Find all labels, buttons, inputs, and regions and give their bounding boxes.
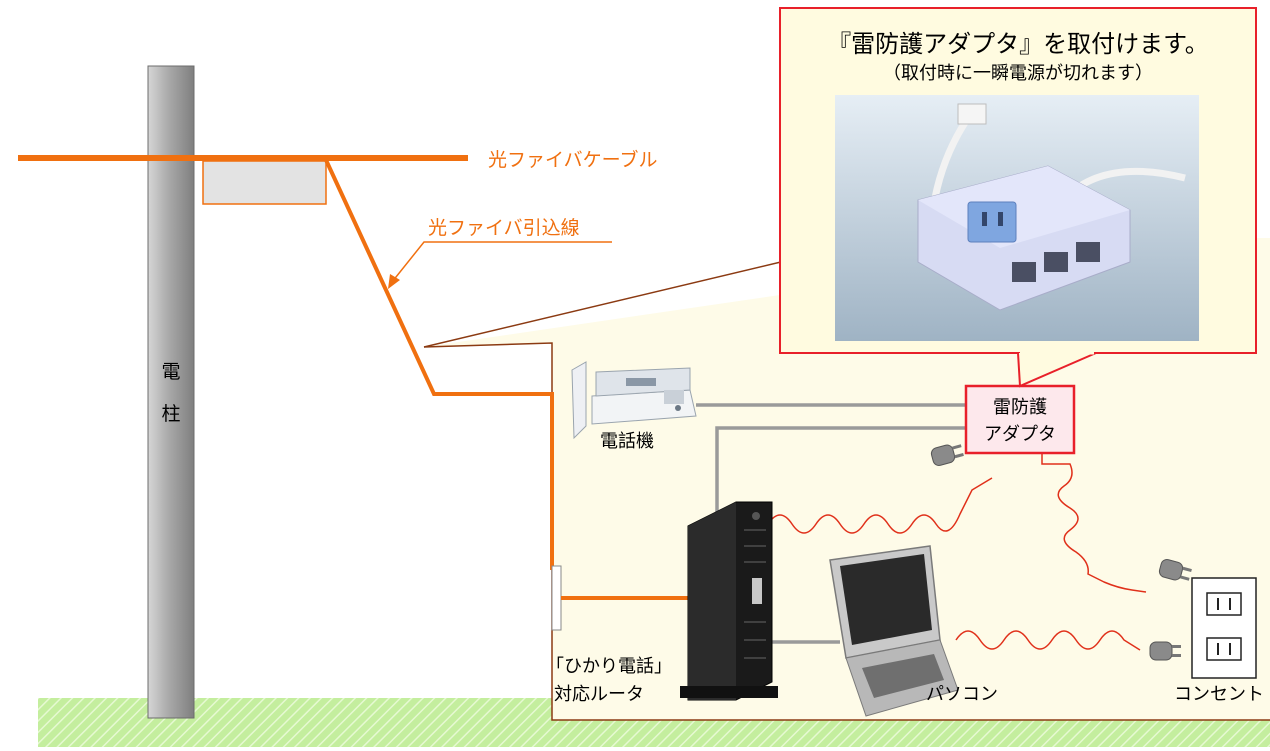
plug-icon [1149, 641, 1181, 661]
router-label-2: 対応ルータ [554, 684, 644, 705]
plug-icon [930, 444, 964, 466]
dropline-arrowhead [388, 274, 400, 289]
telephone-label: 電話機 [600, 431, 654, 452]
router-icon [680, 501, 778, 701]
plug-icon [1158, 559, 1192, 581]
fiber-dropline-label: 光ファイバ引込線 [428, 217, 580, 239]
utility-pole-label-2: 柱 [161, 403, 180, 425]
router-cable [715, 426, 966, 520]
router-power-cord [767, 477, 993, 534]
fax-telephone-icon [571, 361, 697, 440]
pc-label: パソコン [926, 684, 998, 705]
dropline-leader [391, 241, 612, 283]
callout-title: 『雷防護アダプタ』を取付けます。 [827, 30, 1209, 58]
utility-pole [147, 65, 195, 719]
adapter-photo [835, 95, 1199, 341]
optical-wall-socket [551, 565, 562, 631]
adapter-power-cord [1041, 452, 1147, 593]
utility-pole-label-1: 電 [161, 361, 180, 383]
power-outlet-icon [1191, 577, 1257, 679]
adapter-label-1: 雷防護 [993, 397, 1047, 418]
fiber-dropline [324, 159, 554, 570]
fiber-cable-label: 光ファイバケーブル [488, 148, 657, 171]
closure-box [202, 160, 327, 205]
adapter-label-2: アダプタ [984, 424, 1056, 445]
router-label-1: 「ひかり電話」 [546, 656, 672, 677]
adapter-box [964, 384, 1076, 455]
laptop-icon [829, 545, 959, 717]
callout-subtitle: （取付時に一瞬電源が切れます） [883, 63, 1153, 84]
outlet-label: コンセント [1174, 684, 1264, 705]
pc-power-cord [955, 630, 1141, 651]
